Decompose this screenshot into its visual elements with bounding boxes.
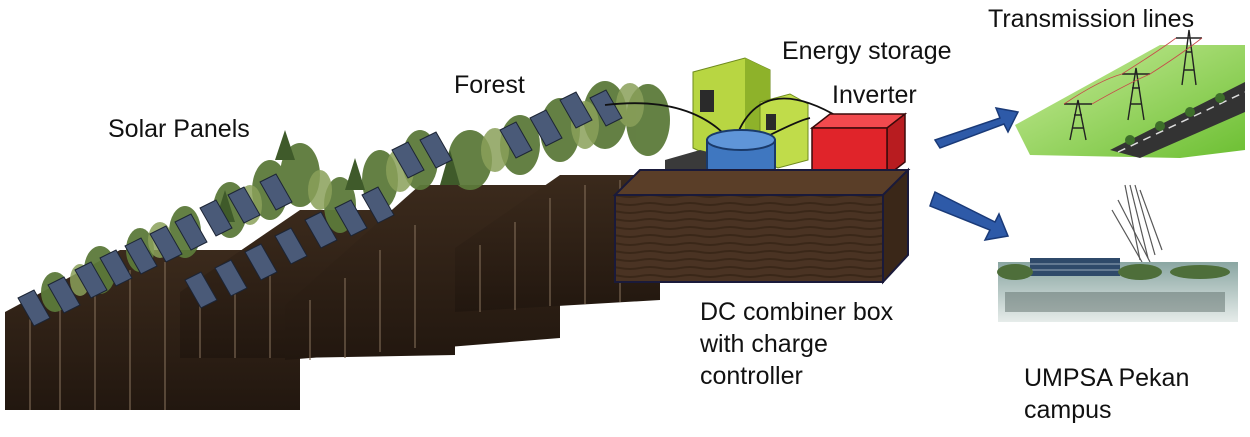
soil-block-4 xyxy=(455,175,660,312)
label-campus-line-2: campus xyxy=(1024,396,1112,424)
label-dc-combiner-box: DC combiner box with charge controller xyxy=(700,296,920,392)
dc-combiner-box xyxy=(612,167,911,285)
label-dc-combiner-line-3: controller xyxy=(700,362,803,390)
label-dc-combiner-line-1: DC combiner box xyxy=(700,298,894,326)
label-transmission-lines: Transmission lines xyxy=(988,5,1195,33)
flow-arrow-to-campus xyxy=(929,190,1010,241)
campus-scene xyxy=(997,184,1238,322)
power-cables xyxy=(604,97,841,141)
label-inverter: Inverter xyxy=(832,81,917,109)
inverter-box xyxy=(809,112,908,178)
label-forest: Forest xyxy=(454,71,525,99)
label-energy-storage: Energy storage xyxy=(782,37,952,65)
label-campus-line-1: UMPSA Pekan xyxy=(1024,364,1190,392)
label-solar-panels: Solar Panels xyxy=(108,115,250,143)
label-campus: UMPSA Pekan campus xyxy=(1024,362,1224,426)
solar-panel-rows xyxy=(17,89,623,327)
transmission-lines-scene xyxy=(1015,29,1246,158)
label-dc-combiner-line-2: with charge xyxy=(700,330,828,358)
flow-arrow-to-transmission xyxy=(933,107,1020,149)
